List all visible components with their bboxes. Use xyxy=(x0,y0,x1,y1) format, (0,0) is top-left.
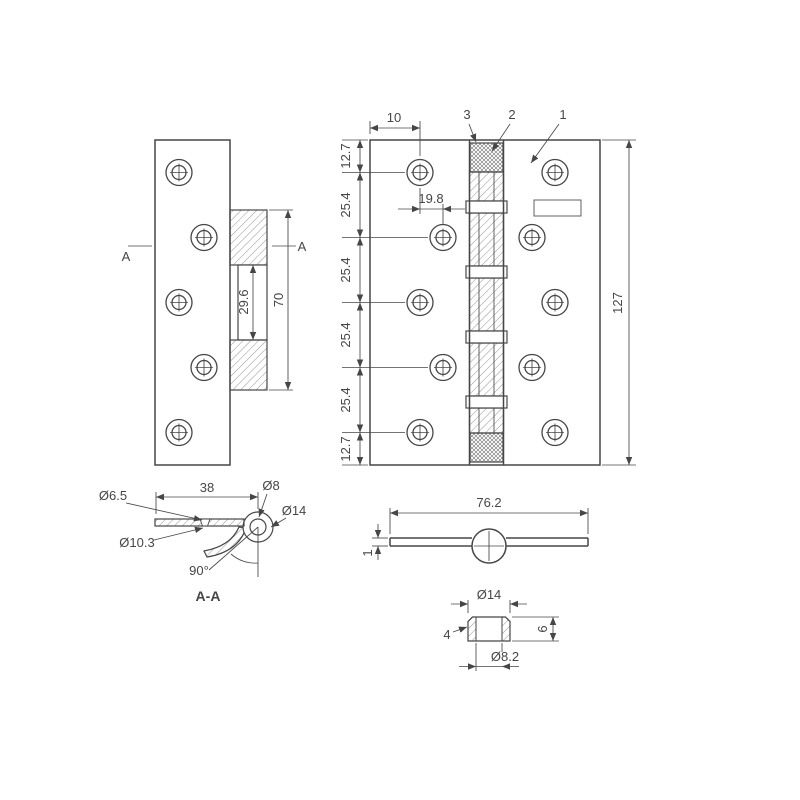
section-cut-marks: A A xyxy=(122,239,307,264)
dim-1-text: 1 xyxy=(360,549,375,556)
dim-d10-3: Ø10.3 xyxy=(119,526,204,550)
angle-90-text: 90° xyxy=(189,563,209,578)
screw-hole xyxy=(190,223,218,252)
dim-25-4-text: 25.4 xyxy=(338,257,353,282)
screw-hole xyxy=(406,418,434,447)
screw-hole xyxy=(406,158,434,187)
leaf-curl xyxy=(203,526,247,558)
screw-hole xyxy=(541,288,569,317)
callout-4-text: 4 xyxy=(443,627,450,642)
left-side-view: A A 29.6 70 xyxy=(122,139,307,466)
bushing-detail-view: Ø14 4 6 Ø8.2 xyxy=(443,587,559,671)
callout-4: 4 xyxy=(443,626,468,642)
dim-d8-2: Ø8.2 xyxy=(459,643,519,671)
dim-10: 10 xyxy=(369,110,421,156)
bearing-washer xyxy=(465,395,508,409)
dim-25-4-text: 25.4 xyxy=(338,387,353,412)
dim-12-7-bottom-text: 12.7 xyxy=(338,436,353,461)
countersink-hole xyxy=(199,518,211,527)
knuckle-segment-bottom xyxy=(229,339,268,391)
dim-d6-5-text: Ø6.5 xyxy=(99,488,127,503)
bearing-washer xyxy=(465,330,508,344)
dim-127-text: 127 xyxy=(610,292,625,314)
dim-29-6-text: 29.6 xyxy=(236,289,251,314)
callout-1-text: 1 xyxy=(559,107,566,122)
dim-76-2-text: 76.2 xyxy=(476,495,501,510)
screw-hole xyxy=(190,353,218,382)
screw-hole xyxy=(518,353,546,382)
dim-25-4-text: 25.4 xyxy=(338,322,353,347)
dim-1: 1 xyxy=(360,524,388,560)
dim-29-6: 29.6 xyxy=(236,265,257,340)
front-view: 10 3 2 1 19.8 xyxy=(338,107,636,466)
section-aa-view: 38 Ø6.5 Ø10.3 Ø8 Ø14 90° A-A xyxy=(99,478,306,604)
screw-hole xyxy=(518,223,546,252)
top-view: 76.2 1 xyxy=(360,495,589,564)
dim-19-8-text: 19.8 xyxy=(418,191,443,206)
dim-19-8: 19.8 xyxy=(398,188,465,224)
dim-chain-left: 12.7 25.4 25.4 25.4 25.4 12.7 xyxy=(338,139,428,466)
screw-hole xyxy=(165,288,193,317)
knuckle-segment-top xyxy=(229,209,268,266)
dim-70: 70 xyxy=(269,209,293,391)
dim-70-text: 70 xyxy=(271,293,286,307)
dim-10-text: 10 xyxy=(387,110,401,125)
screw-hole xyxy=(429,223,457,252)
callout-2-text: 2 xyxy=(508,107,515,122)
hinge-leaf-outline xyxy=(154,139,231,466)
callout-3-text: 3 xyxy=(463,107,470,122)
dim-127: 127 xyxy=(602,139,636,466)
angle-90: 90° xyxy=(189,526,259,578)
leaf-section-bar xyxy=(154,518,245,527)
screw-hole xyxy=(541,158,569,187)
dim-6: 6 xyxy=(512,616,559,642)
dim-d8-2-text: Ø8.2 xyxy=(491,649,519,664)
dim-d8: Ø8 xyxy=(258,478,280,518)
bearing-washer xyxy=(465,265,508,279)
dim-d14-text: Ø14 xyxy=(282,503,307,518)
screw-hole xyxy=(541,418,569,447)
section-aa-label: A-A xyxy=(196,588,221,604)
screw-hole xyxy=(406,288,434,317)
dim-76-2: 76.2 xyxy=(389,495,589,534)
dim-d14-bushing-text: Ø14 xyxy=(477,587,502,602)
dim-25-4-text: 25.4 xyxy=(338,192,353,217)
dim-6-text: 6 xyxy=(535,625,550,632)
bearing-washer xyxy=(465,200,508,214)
dim-38-text: 38 xyxy=(200,480,214,495)
screw-hole xyxy=(165,158,193,187)
knuckle-top-circle xyxy=(471,528,507,564)
part-callouts: 3 2 1 xyxy=(463,107,567,164)
dim-12-7-top-text: 12.7 xyxy=(338,143,353,168)
bushing-wall-left xyxy=(467,616,477,642)
screw-hole xyxy=(165,418,193,447)
bushing-wall-right xyxy=(501,616,511,642)
dim-d14: Ø14 xyxy=(270,503,307,528)
barrel xyxy=(465,140,508,465)
dim-d14-bushing: Ø14 xyxy=(451,587,527,613)
dim-38: 38 xyxy=(155,480,259,514)
dim-d8-text: Ø8 xyxy=(262,478,279,493)
section-label-a-right: A xyxy=(298,239,307,254)
dim-d6-5: Ø6.5 xyxy=(99,488,203,522)
knuckle-strip xyxy=(229,209,268,391)
dim-d10-3-text: Ø10.3 xyxy=(119,535,154,550)
brand-plate xyxy=(533,199,582,217)
pin-knurled-bottom xyxy=(469,432,504,463)
pin-knurled-top xyxy=(469,142,504,173)
section-label-a-left: A xyxy=(122,249,131,264)
screw-hole xyxy=(429,353,457,382)
